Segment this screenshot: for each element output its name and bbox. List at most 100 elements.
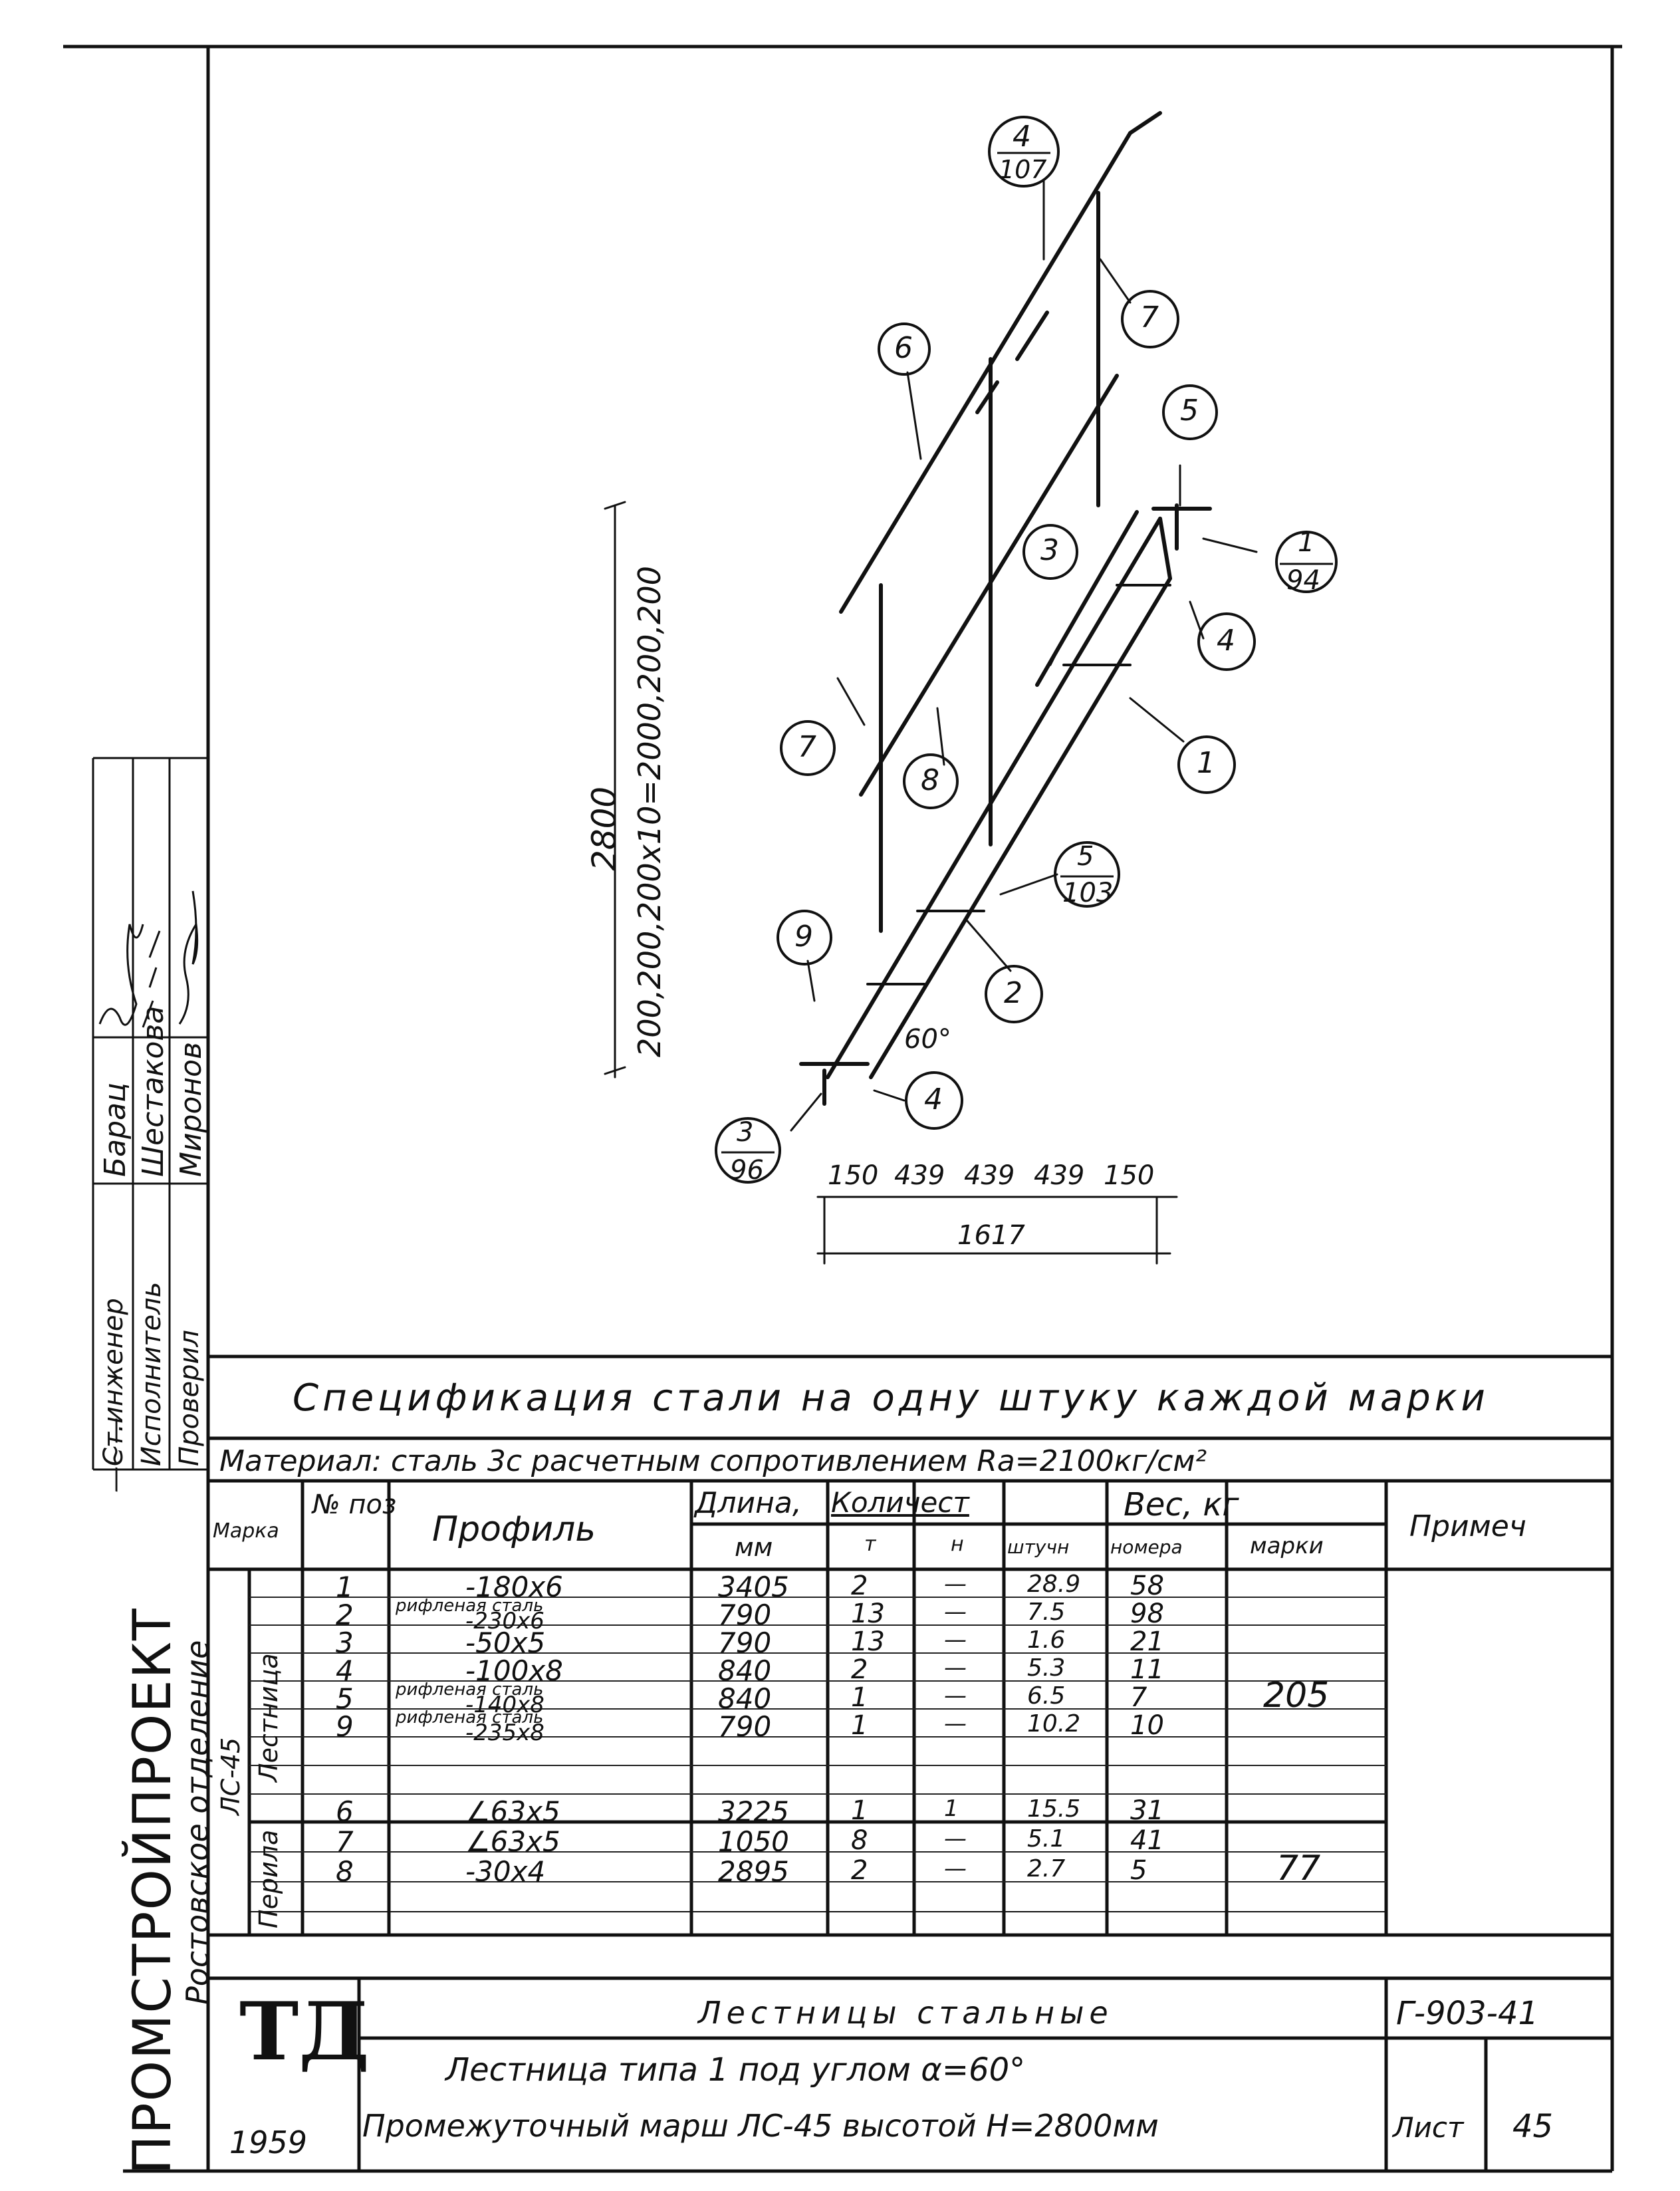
hdr-length-unit: мм	[735, 1533, 773, 1562]
row-profile: -50x5	[465, 1626, 546, 1659]
row-pos: 8	[336, 1855, 354, 1888]
hdr-w-total: номера	[1110, 1536, 1183, 1558]
callout-7-top: 7	[1140, 301, 1159, 334]
row-weight-total: 5	[1130, 1855, 1147, 1886]
row-length: 790	[718, 1626, 772, 1659]
stamp-logo: ТД	[239, 1985, 370, 2079]
row-length: 840	[718, 1682, 772, 1715]
row-weight-total: 7	[1130, 1682, 1147, 1713]
stamp-title1: Лестницы стальные	[698, 1995, 1114, 2031]
row-weight-total: 98	[1130, 1599, 1164, 1629]
row-weight-pcs: 28.9	[1027, 1571, 1081, 1598]
hdr-mark: Марка	[213, 1519, 279, 1543]
callout-4-right: 4	[1217, 624, 1235, 658]
row-qty-t: 2	[851, 1855, 868, 1886]
row-weight-pcs: 5.1	[1027, 1825, 1066, 1853]
row-pos: 6	[336, 1795, 354, 1828]
row-pos: 9	[336, 1710, 354, 1743]
hdr-qty: Количест	[831, 1486, 969, 1519]
callout-3: 3	[1040, 533, 1059, 567]
row-qty-n: —	[944, 1682, 967, 1709]
name-mironov: Миронов	[174, 1041, 208, 1177]
callout-9: 9	[794, 920, 813, 954]
org-name: ПРОМСТРОЙПРОЕКТ	[123, 1607, 183, 2174]
mark-total-railing: 77	[1276, 1849, 1321, 1888]
row-profile: -230x6	[465, 1608, 544, 1634]
row-pos: 7	[336, 1825, 354, 1858]
dim-150-left: 150	[828, 1160, 879, 1191]
row-qty-n: —	[944, 1855, 967, 1882]
row-weight-pcs: 1.6	[1027, 1626, 1066, 1654]
callout-5: 5	[1180, 394, 1199, 428]
row-pos: 2	[336, 1599, 354, 1631]
row-profile-note: рифленая сталь	[396, 1596, 544, 1616]
row-profile: ∠63x5	[465, 1795, 560, 1828]
row-qty-t: 13	[851, 1626, 885, 1657]
row-weight-pcs: 15.5	[1027, 1795, 1081, 1823]
row-length: 2895	[718, 1855, 789, 1888]
hdr-qty-t: т	[864, 1533, 876, 1556]
callout-4-107-den: 107	[999, 155, 1047, 184]
height-breakdown: 200,200,200x10=2000,200,200	[632, 566, 667, 1057]
row-profile: ∠63x5	[465, 1825, 560, 1858]
stamp-title3: Промежуточный марш ЛС-45 высотой Н=2800м…	[362, 2108, 1159, 2144]
row-qty-n: —	[944, 1571, 967, 1597]
row-qty-n: —	[944, 1599, 967, 1625]
mark-name: ЛС-45	[216, 1737, 245, 1815]
group-railing: Перила	[254, 1829, 283, 1928]
row-qty-t: 1	[851, 1710, 868, 1741]
branch-name: Ростовское отделение	[180, 1640, 215, 2005]
row-pos: 5	[336, 1682, 354, 1715]
spec-material: Материал: сталь 3с расчетным сопротивлен…	[219, 1444, 1207, 1478]
sheet-label: Лист	[1393, 2111, 1464, 2144]
row-qty-t: 1	[851, 1682, 868, 1713]
callout-1-94-num: 1	[1298, 527, 1315, 558]
row-weight-pcs: 7.5	[1027, 1599, 1066, 1626]
row-weight-pcs: 6.5	[1027, 1682, 1066, 1710]
callout-5-103-den: 103	[1062, 878, 1114, 908]
role-chief-engineer: Ст.инженер	[98, 1298, 129, 1466]
angle-label: 60°	[904, 1024, 951, 1055]
row-weight-pcs: 5.3	[1027, 1654, 1066, 1682]
doc-code: Г-903-41	[1396, 1995, 1539, 2032]
row-weight-pcs: 10.2	[1027, 1710, 1081, 1738]
row-length: 3405	[718, 1571, 789, 1603]
group-ladder: Лестница	[254, 1653, 283, 1782]
callout-2: 2	[1004, 976, 1022, 1010]
callout-1: 1	[1197, 746, 1215, 780]
mark-total-ladder: 205	[1263, 1676, 1330, 1716]
dim-439-a: 439	[894, 1160, 945, 1191]
callout-4-bottom: 4	[924, 1083, 943, 1116]
stamp-title2: Лестница типа 1 под углом α=60°	[445, 2051, 1026, 2089]
row-qty-t: 2	[851, 1571, 868, 1601]
row-weight-total: 58	[1130, 1571, 1164, 1601]
dim-150-right: 150	[1104, 1160, 1155, 1191]
row-qty-t: 1	[851, 1795, 868, 1826]
row-length: 3225	[718, 1795, 789, 1828]
row-pos: 1	[336, 1571, 354, 1603]
hdr-weight: Вес, кг	[1124, 1486, 1239, 1523]
stamp-year: 1959	[229, 2125, 308, 2160]
row-weight-total: 31	[1130, 1795, 1164, 1826]
hdr-qty-n: н	[951, 1533, 964, 1556]
role-checker: Проверил	[174, 1329, 205, 1466]
row-qty-n: —	[944, 1825, 967, 1852]
callout-5-103-num: 5	[1077, 841, 1094, 872]
row-length: 1050	[718, 1825, 789, 1858]
row-length: 790	[718, 1710, 772, 1743]
dim-439-b: 439	[964, 1160, 1015, 1191]
callout-4-107-num: 4	[1013, 120, 1031, 154]
height-total: 2800	[585, 786, 624, 871]
row-profile: -235x8	[465, 1720, 544, 1746]
hdr-note: Примеч	[1409, 1509, 1526, 1543]
row-profile: -180x6	[465, 1571, 563, 1603]
sheet-number: 45	[1512, 2108, 1554, 2145]
row-profile: -140x8	[465, 1692, 544, 1718]
hdr-w-pcs: штучн	[1007, 1536, 1070, 1558]
row-qty-n: —	[944, 1654, 967, 1681]
spec-title: Спецификация стали на одну штуку каждой …	[293, 1376, 1489, 1420]
row-weight-total: 21	[1130, 1626, 1164, 1657]
callout-3-96-num: 3	[737, 1117, 754, 1148]
